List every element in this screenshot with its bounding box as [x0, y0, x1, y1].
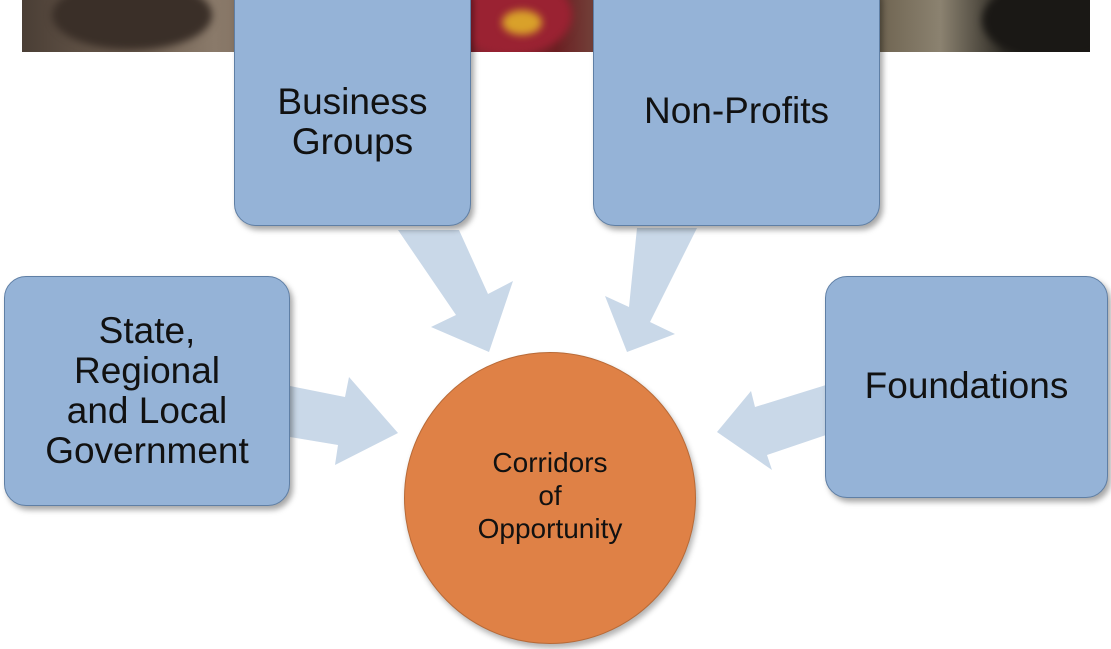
node-foundations-label: Foundations: [864, 365, 1069, 406]
node-center-label: Corridors of Opportunity: [477, 446, 623, 544]
node-business-groups: Business Groups: [234, 0, 471, 226]
node-government: State, Regional and Local Government: [4, 276, 290, 506]
node-government-label: State, Regional and Local Government: [45, 310, 249, 471]
arrow-business: [398, 230, 513, 352]
arrow-foundations: [717, 385, 826, 470]
node-business-groups-label: Business Groups: [277, 81, 428, 162]
node-non-profits: Non-Profits: [593, 0, 880, 226]
node-foundations: Foundations: [825, 276, 1108, 498]
arrow-nonprofits: [605, 228, 697, 352]
node-corridors-of-opportunity: Corridors of Opportunity: [404, 352, 696, 644]
arrow-government: [290, 377, 398, 465]
node-non-profits-label: Non-Profits: [643, 90, 830, 131]
